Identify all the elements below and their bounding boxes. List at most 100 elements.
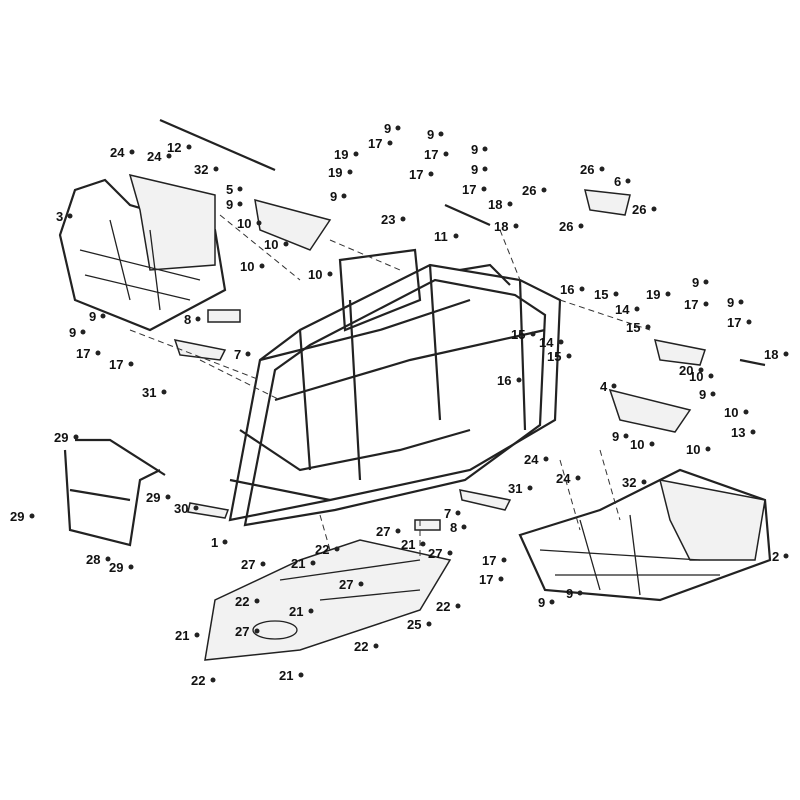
- fastener-dot: [353, 151, 359, 157]
- fastener-dot: [443, 151, 449, 157]
- rear-rack: [58, 173, 227, 332]
- fastener-dot: [501, 557, 507, 563]
- callout-label: 17: [368, 136, 382, 151]
- callout-label: 13: [731, 425, 745, 440]
- fastener-dot: [705, 446, 711, 452]
- fastener-dot: [783, 351, 789, 357]
- callout-label: 21: [401, 537, 415, 552]
- fastener-dot: [166, 153, 172, 159]
- fastener-dot: [259, 263, 265, 269]
- callout-label: 21: [279, 668, 293, 683]
- callout-label: 31: [142, 385, 156, 400]
- fastener-dot: [29, 513, 35, 519]
- fastener-dot: [708, 373, 714, 379]
- fastener-dot: [498, 576, 504, 582]
- fastener-dot: [566, 353, 572, 359]
- callout-label: 7: [234, 347, 241, 362]
- fastener-dot: [194, 632, 200, 638]
- callout-label: 22: [235, 594, 249, 609]
- fastener-dot: [341, 193, 347, 199]
- fastener-dot: [649, 441, 655, 447]
- callout-label: 14: [615, 302, 630, 317]
- fastener-dot: [165, 494, 171, 500]
- callout-label: 17: [479, 572, 493, 587]
- callout-label: 22: [315, 542, 329, 557]
- callout-label: 9: [612, 429, 619, 444]
- callout-label: 9: [471, 162, 478, 177]
- callout-label: 9: [699, 387, 706, 402]
- fastener-dot: [549, 599, 555, 605]
- callout-label: 9: [330, 189, 337, 204]
- callout-label: 32: [194, 162, 208, 177]
- callout-label: 26: [580, 162, 594, 177]
- callout-label: 24: [110, 145, 125, 160]
- callout-label: 15: [626, 320, 640, 335]
- fastener-dot: [738, 299, 744, 305]
- fastener-dot: [527, 485, 533, 491]
- fastener-dot: [195, 316, 201, 322]
- fastener-dot: [358, 581, 364, 587]
- fastener-dot: [254, 628, 260, 634]
- callout-label: 9: [427, 127, 434, 142]
- fastener-dot: [426, 621, 432, 627]
- fastener-dot: [516, 377, 522, 383]
- fastener-dot: [461, 524, 467, 530]
- callout-label: 3: [56, 209, 63, 224]
- fastener-dot: [783, 553, 789, 559]
- callout-label: 18: [494, 219, 508, 234]
- fastener-dot: [438, 131, 444, 137]
- fastener-dot: [746, 319, 752, 325]
- fastener-dot: [387, 140, 393, 146]
- fastener-dot: [100, 313, 106, 319]
- callout-label: 7: [444, 506, 451, 521]
- callout-label: 25: [407, 617, 421, 632]
- fastener-dot: [128, 361, 134, 367]
- fastener-dot: [611, 383, 617, 389]
- fastener-dot: [186, 144, 192, 150]
- fastener-dot: [334, 546, 340, 552]
- callout-label: 24: [524, 452, 539, 467]
- fastener-dot: [623, 433, 629, 439]
- fastener-dot: [73, 434, 79, 440]
- fastener-dot: [579, 286, 585, 292]
- fastener-dot: [651, 206, 657, 212]
- callout-label: 26: [559, 219, 573, 234]
- callout-label: 15: [511, 327, 525, 342]
- fastener-dot: [95, 350, 101, 356]
- front-rack: [518, 468, 772, 602]
- fastener-dot: [634, 306, 640, 312]
- fastener-dot: [543, 456, 549, 462]
- callout-label: 29: [54, 430, 68, 445]
- callout-label: 17: [684, 297, 698, 312]
- fastener-dot: [245, 351, 251, 357]
- callout-label: 9: [692, 275, 699, 290]
- fastener-dot: [67, 213, 73, 219]
- callout-label: 10: [724, 405, 738, 420]
- fastener-dot: [395, 528, 401, 534]
- callout-label: 10: [264, 237, 278, 252]
- callout-label: 18: [488, 197, 502, 212]
- fastener-dot: [222, 539, 228, 545]
- fastener-dot: [455, 603, 461, 609]
- fastener-dot: [750, 429, 756, 435]
- callout-label: 6: [614, 174, 621, 189]
- callout-label: 24: [556, 471, 571, 486]
- fastener-dot: [161, 389, 167, 395]
- callout-label: 10: [686, 442, 700, 457]
- fastener-dot: [428, 171, 434, 177]
- callout-label: 18: [764, 347, 778, 362]
- fastener-dot: [400, 216, 406, 222]
- callout-label: 16: [560, 282, 574, 297]
- fastener-dot: [327, 271, 333, 277]
- callout-label: 26: [632, 202, 646, 217]
- callout-label: 9: [566, 586, 573, 601]
- callout-label: 22: [354, 639, 368, 654]
- fastener-dot: [210, 677, 216, 683]
- callout-label: 19: [334, 147, 348, 162]
- callout-label: 17: [424, 147, 438, 162]
- callout-label: 32: [622, 475, 636, 490]
- callout-label: 17: [462, 182, 476, 197]
- fastener-dot: [613, 291, 619, 297]
